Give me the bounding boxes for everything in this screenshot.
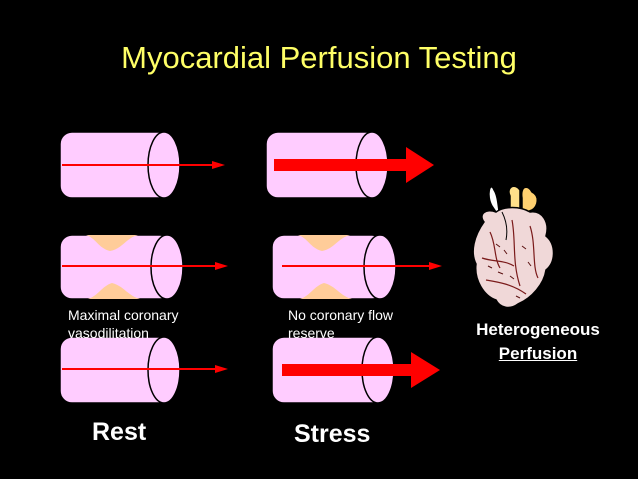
arrow-rest-normal — [62, 161, 225, 169]
plaque-top — [86, 235, 138, 251]
outcome-line1: Heterogeneous — [476, 320, 600, 339]
arrow-stress-stenosed — [282, 262, 442, 270]
arrow-rest-stenosed — [62, 262, 228, 270]
stress-note-line1: No coronary flow — [288, 307, 394, 323]
stress-label: Stress — [294, 420, 371, 448]
rest-note: Maximal coronary vasodilitation — [68, 306, 178, 342]
stress-note-line2: reserve — [288, 325, 335, 341]
plaque-bottom — [88, 283, 140, 299]
slide-title: Myocardial Perfusion Testing — [121, 40, 517, 75]
rest-note-line1: Maximal coronary — [68, 307, 179, 323]
arrow-stress-normal — [274, 147, 434, 183]
arrow-stress-normal-2 — [282, 352, 440, 388]
heart-icon — [472, 185, 555, 309]
stress-note: No coronary flow reserve — [288, 306, 393, 342]
outcome-label: Heterogeneous Perfusion — [448, 318, 628, 366]
rest-label: Rest — [92, 418, 147, 446]
outcome-line2: Perfusion — [498, 344, 578, 363]
arrow-rest-normal-2 — [62, 365, 228, 373]
rest-note-line2: vasodilitation — [68, 325, 149, 341]
